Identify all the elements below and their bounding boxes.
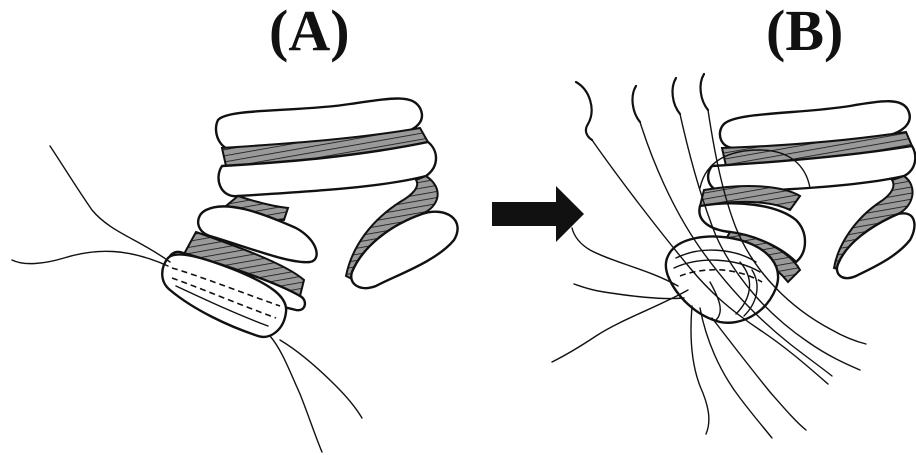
suture-5-b	[552, 290, 688, 362]
suture-left-a	[50, 146, 170, 262]
needle-3	[673, 78, 680, 114]
needle-4	[701, 74, 708, 110]
suture-7-b	[691, 306, 709, 434]
needle-2	[633, 86, 640, 122]
suture-bottom-a	[270, 336, 322, 452]
arrow-right-icon	[492, 186, 584, 242]
suture-9-b	[712, 318, 806, 430]
panel-b-illustration	[552, 74, 915, 438]
suture-6-b	[574, 284, 684, 299]
suture-10-b	[572, 228, 678, 286]
suture-bottom2-a	[280, 340, 362, 418]
suture-8-b	[700, 308, 772, 438]
right-ring-a	[351, 212, 457, 288]
panel-a-illustration	[12, 99, 458, 453]
suture-left2-a	[12, 251, 168, 266]
needle-1	[576, 82, 592, 140]
